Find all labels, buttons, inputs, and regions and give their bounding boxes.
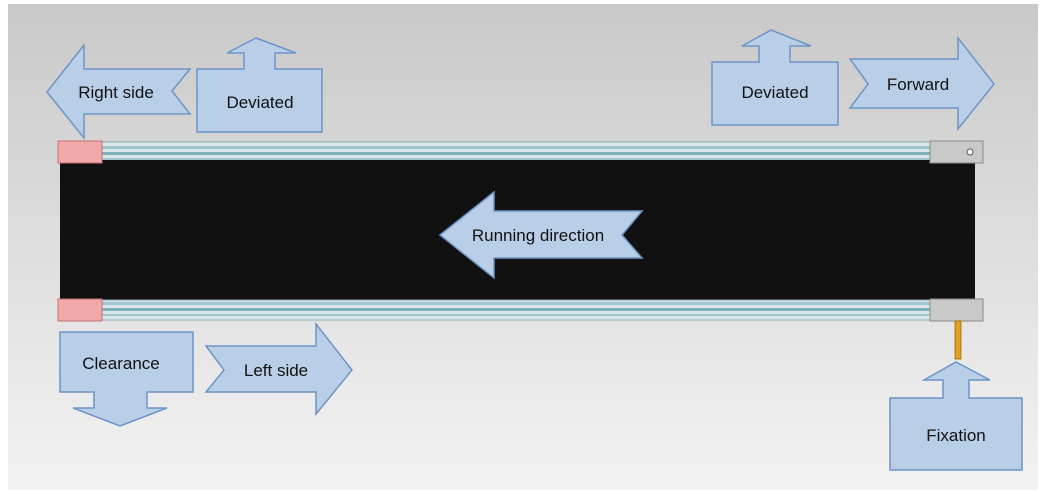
top-rail-stripe <box>100 158 930 160</box>
left-side-arrow <box>204 321 353 417</box>
clearance-label: Clearance <box>82 354 160 373</box>
deviated-left-label: Deviated <box>226 93 293 112</box>
right-side-arrow <box>46 42 192 141</box>
left-end-cap-bottom <box>57 298 103 322</box>
left-end-cap-top <box>57 140 103 164</box>
forward-label: Forward <box>887 75 949 94</box>
running-direction-arrow <box>438 190 644 280</box>
right-end-cap-bottom <box>929 298 984 322</box>
top-rail-stripe <box>100 152 930 155</box>
bottom-rail-stripe <box>100 308 930 311</box>
deviated-right-label: Deviated <box>741 83 808 102</box>
right-end-cap-top <box>929 140 984 164</box>
fixation-arrow <box>889 361 1023 471</box>
deviated-right-arrow <box>711 29 839 126</box>
right-side-label: Right side <box>78 83 154 102</box>
left-side-label: Left side <box>244 361 308 380</box>
bolt-head <box>966 148 974 156</box>
fixation-bolt <box>954 320 962 360</box>
fixation-label: Fixation <box>926 426 986 445</box>
forward-arrow <box>848 35 995 132</box>
top-rail-stripe <box>100 146 930 149</box>
bottom-rail-stripe <box>100 302 930 305</box>
bottom-rail-stripe <box>100 314 930 316</box>
deviated-left-arrow <box>196 37 323 133</box>
running-direction-label: Running direction <box>472 226 604 245</box>
clearance-arrow <box>59 331 194 427</box>
